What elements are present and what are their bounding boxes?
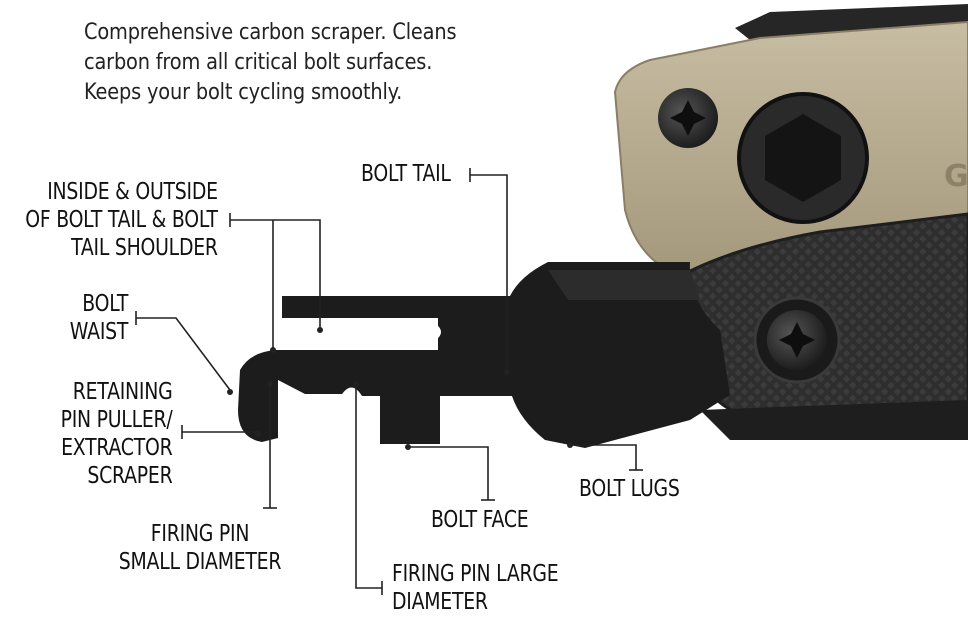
description-text: Comprehensive carbon scraper. Cleans car… <box>84 18 471 108</box>
blade-slot <box>280 324 441 340</box>
description-line: Keeps your bolt cycling smoothly. <box>84 80 403 105</box>
leader-bolt-tail <box>470 174 508 370</box>
label-retaining-pin-puller: RETAINING PIN PULLER/ EXTRACTOR SCRAPER <box>60 379 172 489</box>
label-firing-pin-small-diameter: FIRING PIN SMALL DIAMETER <box>118 521 282 575</box>
description-line: Comprehensive carbon scraper. Cleans <box>84 20 457 45</box>
description-line: carbon from all critical bolt surfaces. <box>84 50 433 75</box>
lower-screw-torx <box>779 322 815 358</box>
label-bolt-tail: BOLT TAIL <box>361 161 451 187</box>
leader-bolt-face <box>408 446 489 500</box>
label-inside-outside-bolt-tail: INSIDE & OUTSIDE OF BOLT TAIL & BOLT TAI… <box>25 179 218 261</box>
label-bolt-face: BOLT FACE <box>431 507 529 533</box>
grip-bottom-edge <box>700 400 968 440</box>
blade-bevel <box>548 270 700 300</box>
label-bolt-waist: BOLT WAIST <box>69 291 129 345</box>
leader-firing-pin-large <box>355 385 382 589</box>
leader-bolt-waist <box>136 317 231 391</box>
label-firing-pin-large-diameter: FIRING PIN LARGE DIAMETER <box>392 561 559 615</box>
hex-socket-hole <box>765 114 841 202</box>
tool-logo-fragment: G <box>944 159 968 194</box>
carbon-scraper-blade <box>238 262 730 448</box>
label-bolt-lugs: BOLT LUGS <box>579 476 680 502</box>
leader-lines <box>135 168 643 595</box>
upper-screw-torx <box>670 100 706 136</box>
leader-inside-outside <box>230 219 321 328</box>
leader-bolt-lugs <box>570 444 637 470</box>
